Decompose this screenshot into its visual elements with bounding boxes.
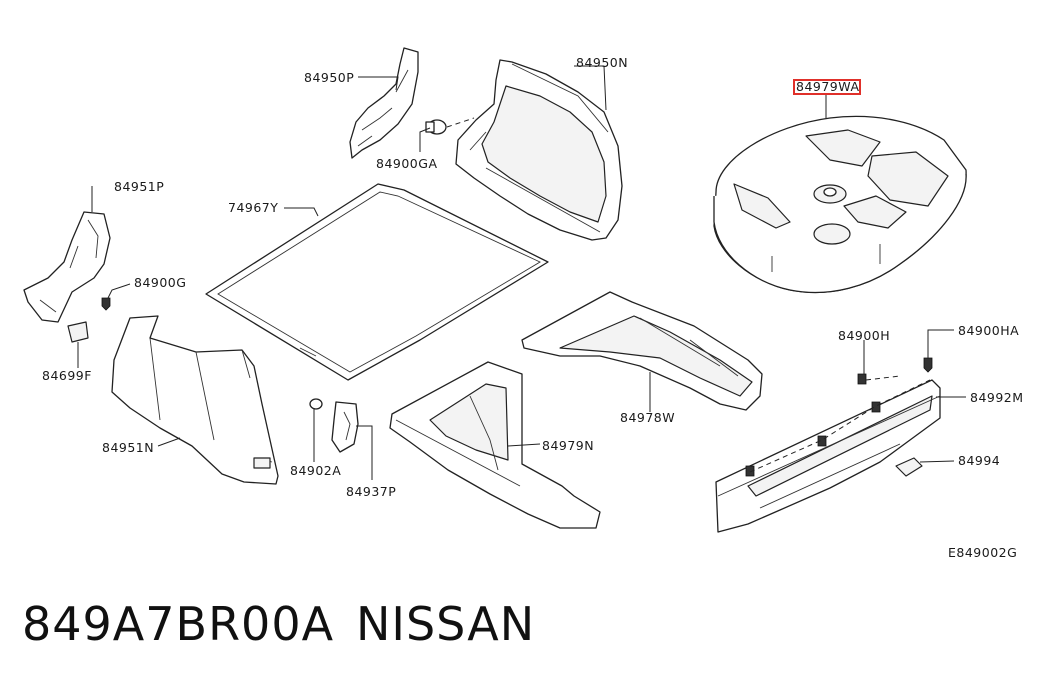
label-84900GA: 84900GA	[376, 156, 438, 171]
part-84994-bracket	[895, 457, 923, 477]
label-84978W: 84978W	[620, 410, 675, 425]
part-84992M-finisher	[715, 379, 941, 533]
highlight-box	[793, 79, 861, 95]
footer-brand: NISSAN	[356, 597, 536, 651]
label-84900HA: 84900HA	[958, 323, 1019, 338]
part-84900G-clip	[101, 297, 111, 311]
label-84992M: 84992M	[970, 390, 1024, 405]
label-84900G: 84900G	[134, 275, 186, 290]
part-84902A-clip	[309, 398, 323, 410]
label-84937P: 84937P	[346, 484, 396, 499]
dashed-line-clips	[749, 379, 931, 473]
part-84950N-side-trim	[455, 59, 623, 241]
label-84951N: 84951N	[102, 440, 154, 455]
part-84979N-lower-trim	[389, 361, 601, 529]
part-84951P-panel	[23, 211, 111, 323]
part-74967Y-floor-board	[205, 183, 549, 381]
label-84979WA: 84979WA	[796, 79, 860, 94]
part-84937P-hook	[331, 401, 359, 453]
dashed-line-84900GA	[446, 117, 475, 128]
dashed-line-84900H	[865, 375, 901, 381]
part-84699F-bracket	[67, 321, 89, 343]
label-84950N: 84950N	[576, 55, 628, 70]
part-84978W-trim	[521, 291, 763, 411]
diagram-code: E849002G	[948, 545, 1017, 560]
footer-part-number: 849A7BR00A	[22, 597, 335, 651]
label-84951P: 84951P	[114, 179, 164, 194]
label-84979N: 84979N	[542, 438, 594, 453]
part-84900GA-clip	[425, 119, 447, 135]
part-84950P-trim	[349, 47, 419, 159]
label-84900H: 84900H	[838, 328, 890, 343]
label-84994: 84994	[958, 453, 1000, 468]
label-84699F: 84699F	[42, 368, 92, 383]
part-84951N-side-trim	[111, 315, 279, 485]
label-84950P: 84950P	[304, 70, 354, 85]
part-84900H-clip	[857, 373, 867, 385]
label-74967Y: 74967Y	[228, 200, 278, 215]
part-84900HA-clip	[923, 357, 933, 373]
label-84902A: 84902A	[290, 463, 341, 478]
part-84979WA-tire-organizer	[713, 115, 967, 294]
leader-lines	[77, 65, 966, 480]
